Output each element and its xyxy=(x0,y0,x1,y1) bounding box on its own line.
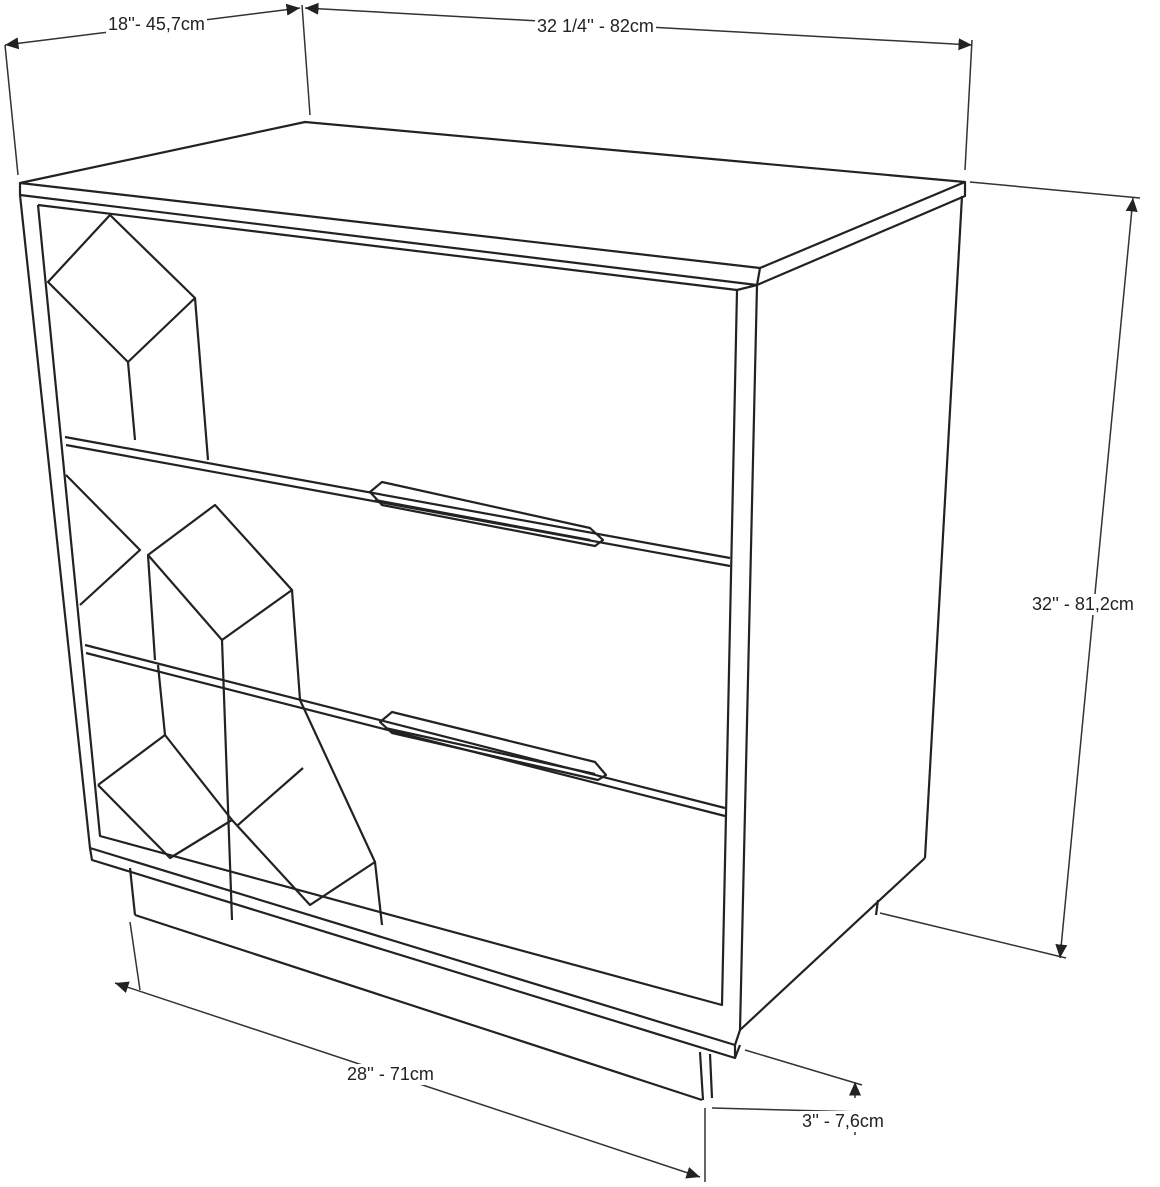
drawer-handle-bottom[interactable] xyxy=(378,710,608,782)
width-dimension-label: 32 1/4'' - 82cm xyxy=(535,16,656,37)
base-height-dimension-label: 3'' - 7,6cm xyxy=(800,1111,886,1132)
geometric-pattern xyxy=(46,213,384,926)
drawer-dividers xyxy=(64,435,731,818)
depth-dimension-label: 18''- 45,7cm xyxy=(106,14,207,35)
cabinet-body xyxy=(18,194,964,1060)
drawer-handle-top[interactable] xyxy=(368,480,605,548)
top-panel xyxy=(18,120,967,287)
height-dimension-label: 32'' - 81,2cm xyxy=(1030,594,1136,615)
dimension-lines xyxy=(4,2,1141,1182)
base-width-dimension-label: 28'' - 71cm xyxy=(345,1064,436,1085)
plinth-base xyxy=(128,867,880,1102)
